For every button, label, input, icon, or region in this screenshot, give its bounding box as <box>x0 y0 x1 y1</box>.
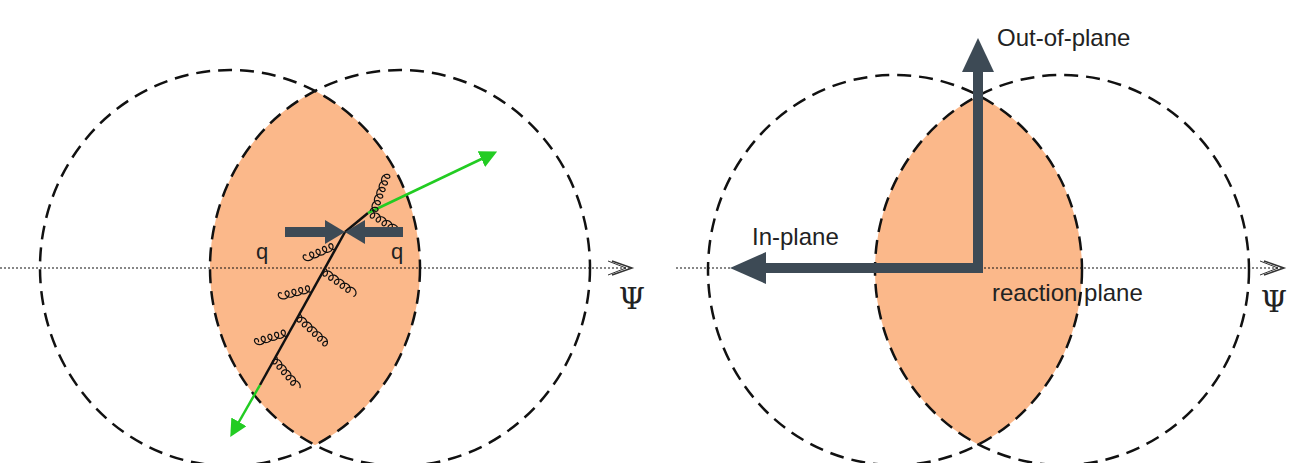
direction-label: Out-of-plane <box>997 26 1130 50</box>
gluon-line <box>323 268 356 296</box>
gluon-line <box>254 330 288 344</box>
axis-arrowhead <box>612 261 632 275</box>
quark-arrow <box>285 227 327 237</box>
jet-group <box>232 153 494 434</box>
gluon-line <box>303 244 336 261</box>
jet-arrow <box>232 385 260 434</box>
quark-arrow <box>345 220 365 244</box>
gluon-line <box>370 174 390 211</box>
quark-arrow <box>363 227 403 237</box>
quark-label: q <box>256 241 268 263</box>
gluon-line <box>278 286 312 299</box>
axis-arrowhead <box>1260 261 1278 275</box>
axis-arrowhead <box>608 261 626 275</box>
reaction-plane-axis <box>0 267 630 268</box>
axis-arrowhead <box>1264 261 1284 275</box>
overlap-region <box>210 70 590 463</box>
quark-label: q <box>391 241 403 263</box>
out-of-plane-arrow <box>962 38 994 72</box>
nucleus-outline <box>708 75 1082 463</box>
gluon-line <box>297 314 327 346</box>
axis-label: Ψ <box>1261 287 1287 317</box>
nucleus-outline <box>210 70 590 463</box>
jet-arrow <box>368 153 494 213</box>
direction-label: In-plane <box>752 225 839 249</box>
in-plane-arrow <box>730 252 766 284</box>
quark-arrow <box>325 220 345 244</box>
nucleus-outline <box>40 70 420 463</box>
in-plane-arrow <box>762 263 983 273</box>
plane-label: reaction plane <box>992 281 1143 305</box>
axis-label: Ψ <box>619 284 645 314</box>
out-of-plane-arrow <box>973 68 983 273</box>
gluon-line <box>272 356 300 388</box>
